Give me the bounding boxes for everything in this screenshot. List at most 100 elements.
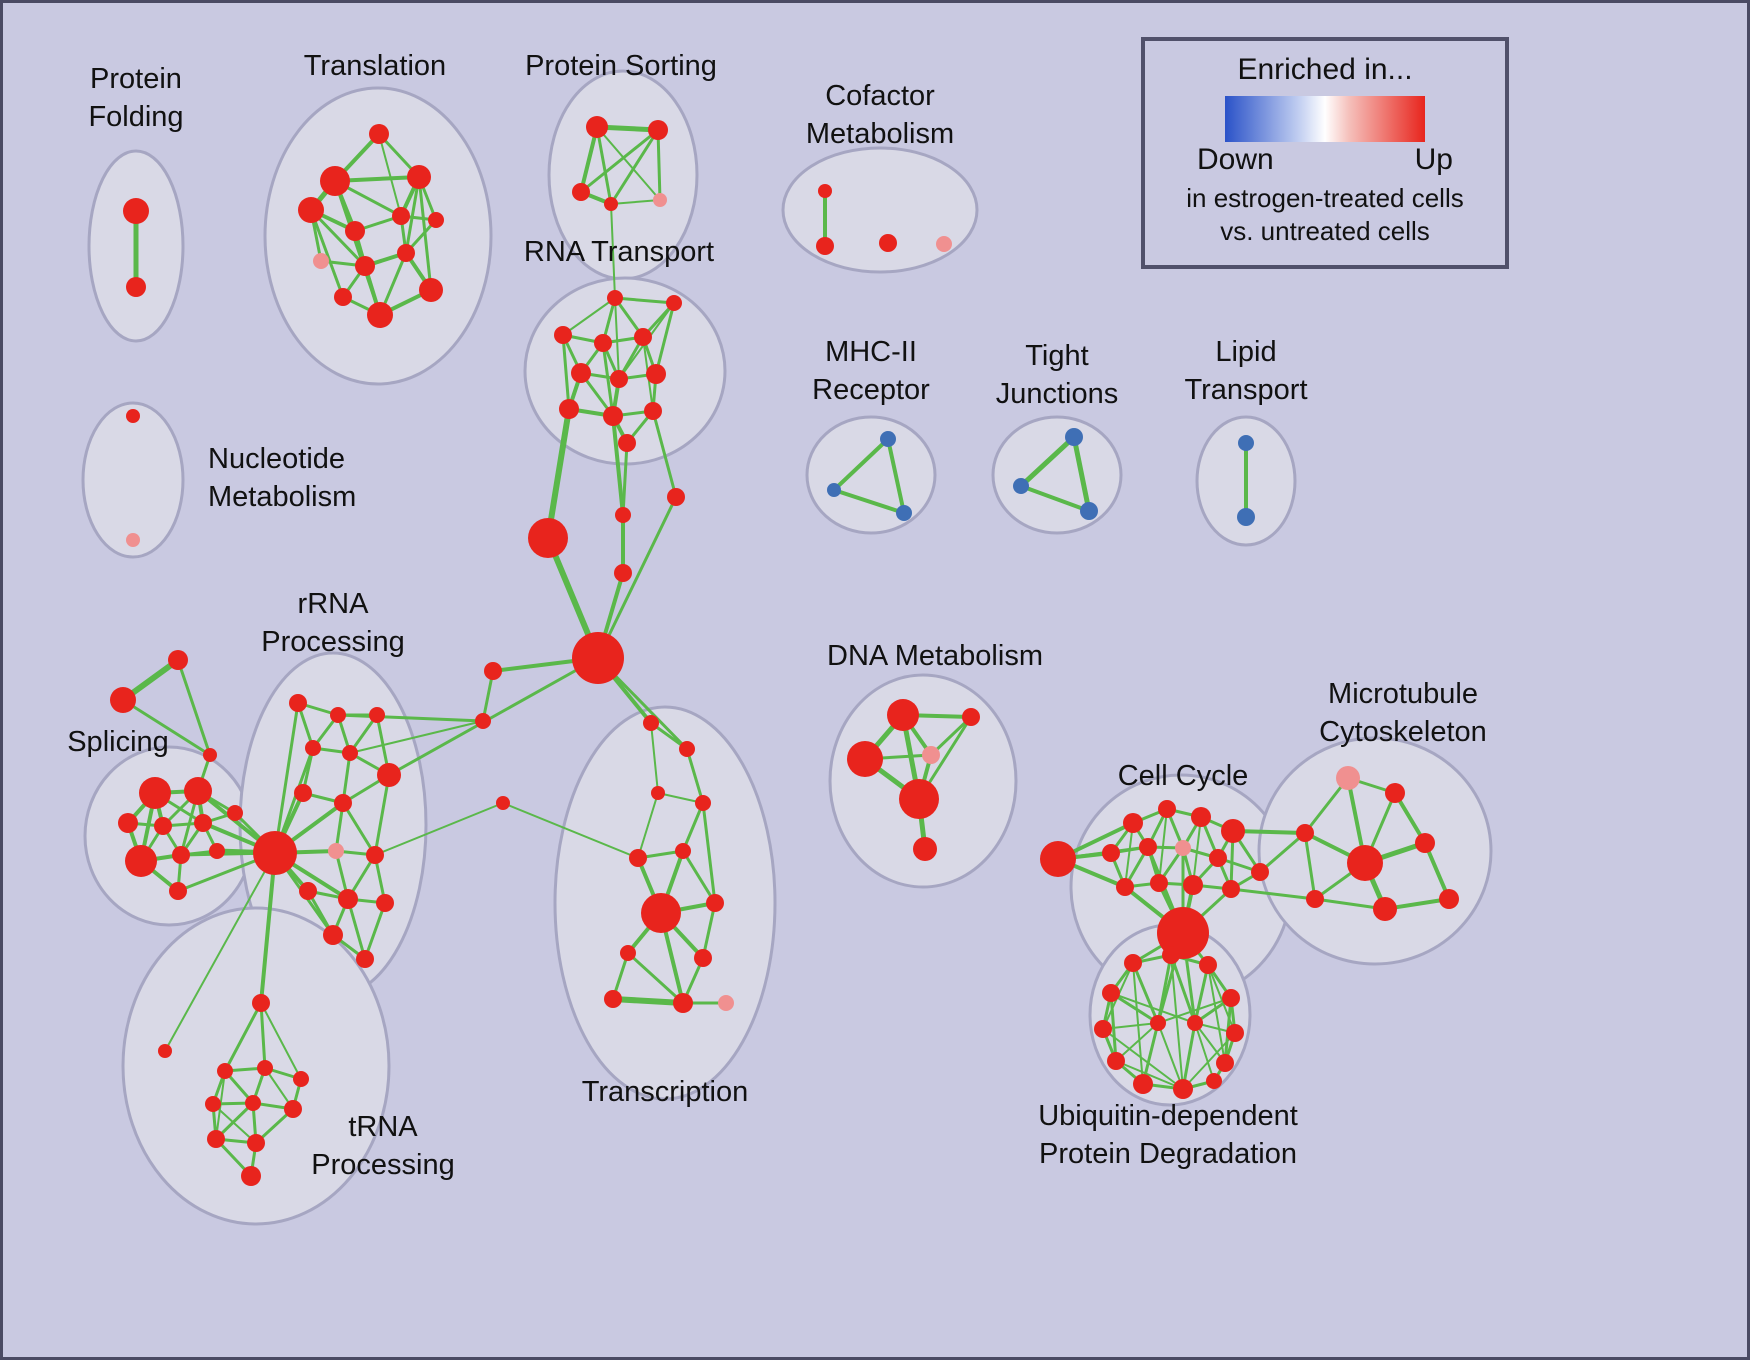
node-rr15: [323, 925, 343, 945]
node-sp1: [139, 777, 171, 809]
edge-ub4-ub14: [1110, 992, 1196, 1024]
edge-rr9-tp1: [259, 851, 277, 1005]
node-rt9: [559, 399, 579, 419]
node-tx6: [675, 843, 691, 859]
node-cm2: [816, 237, 834, 255]
cluster-label-rna-transport: RNA Transport: [524, 236, 714, 268]
edge-tp1-tp5: [260, 1002, 302, 1080]
node-tl3: [369, 124, 389, 144]
edge-mh1-mh2: [832, 437, 890, 492]
node-rr1: [289, 694, 307, 712]
node-ps1: [586, 116, 608, 138]
node-ub6: [1094, 1020, 1112, 1038]
node-sp3: [118, 813, 138, 833]
node-tp6: [205, 1096, 221, 1112]
edge-ps2-ps3: [579, 128, 660, 194]
edge-mh2-mh3: [832, 488, 906, 515]
edge-cn3-cn5: [596, 495, 678, 660]
node-rr14: [376, 894, 394, 912]
cluster-ellipse-tight-junctions: [991, 415, 1123, 535]
node-sp6: [227, 805, 243, 821]
node-rt2: [666, 295, 682, 311]
edge-spx1-spx3: [176, 658, 212, 757]
edge-rt1-rt2: [613, 296, 676, 305]
node-ub4: [1102, 984, 1120, 1002]
edge-ub6-ub11: [1102, 1028, 1184, 1090]
node-cc5: [1221, 819, 1245, 843]
node-tx11: [604, 990, 622, 1008]
node-cc3: [1158, 800, 1176, 818]
node-tp2: [158, 1044, 172, 1058]
node-tl11: [419, 278, 443, 302]
cluster-ellipse-mhc-ii-receptor: [805, 415, 937, 535]
node-rr3: [369, 707, 385, 723]
node-dm2: [962, 708, 980, 726]
node-pf1: [123, 198, 149, 224]
node-cn1: [528, 518, 568, 558]
node-tl1: [320, 166, 350, 196]
node-cm3: [879, 234, 897, 252]
edge-ub2-ub11: [1170, 954, 1184, 1090]
node-tj1: [1065, 428, 1083, 446]
edge-ub1-ub13: [1131, 961, 1160, 1025]
edge-ub11-ub14: [1181, 1021, 1197, 1091]
node-mc5: [1415, 833, 1435, 853]
edge-tx9-tx12: [626, 951, 685, 1005]
edge-ps1-ps5: [596, 126, 661, 201]
node-cc7: [1139, 838, 1157, 856]
edge-ub8-ub11: [1115, 1060, 1184, 1090]
edge-tx3-tx5: [637, 792, 659, 859]
edge-tp6-tp10: [212, 1103, 257, 1144]
node-cm4: [936, 236, 952, 252]
node-mc7: [1373, 897, 1397, 921]
node-dm1: [887, 699, 919, 731]
edge-rt2-rt8: [654, 301, 676, 376]
node-ps4: [604, 197, 618, 211]
node-rr6: [377, 763, 401, 787]
edge-rr9-tp2: [164, 852, 276, 1052]
node-sp9: [209, 843, 225, 859]
node-cc14: [1157, 907, 1209, 959]
legend-gradient-bar: [1225, 96, 1425, 142]
node-mc2: [1385, 783, 1405, 803]
node-ub13: [1150, 1015, 1166, 1031]
edge-ub12-ub14: [1194, 1022, 1215, 1082]
cluster-ellipse-cofactor-metabolism: [781, 146, 979, 274]
edge-rr13-rr16: [346, 897, 367, 961]
edge-tx8-tx10: [701, 901, 717, 960]
node-nm1: [126, 409, 140, 423]
node-tx10: [694, 949, 712, 967]
edge-cn7-rr2: [336, 713, 485, 723]
edge-rt4-rt10: [601, 341, 615, 418]
edge-ub8-ub13: [1115, 1022, 1159, 1062]
node-mc3: [1296, 824, 1314, 842]
node-tl10: [397, 244, 415, 262]
node-lt1: [1238, 435, 1254, 451]
node-tl5: [345, 221, 365, 241]
node-tp5: [293, 1071, 309, 1087]
node-sp8: [172, 846, 190, 864]
edge-cc2-cc10: [1124, 822, 1134, 888]
node-tx3: [651, 786, 665, 800]
edge-ub1-ub10: [1132, 962, 1144, 1085]
legend-caption-line1: in estrogen-treated cells: [1186, 183, 1464, 213]
node-rr4: [305, 740, 321, 756]
node-tp4: [257, 1060, 273, 1076]
edge-ub3-ub7: [1207, 964, 1236, 1034]
node-sp10: [169, 882, 187, 900]
node-cc4: [1191, 807, 1211, 827]
node-rt1: [607, 290, 623, 306]
edge-cn5-rr6: [387, 656, 600, 777]
node-cc11: [1150, 874, 1168, 892]
node-tx8: [706, 894, 724, 912]
node-tp9: [207, 1130, 225, 1148]
node-rt7: [610, 370, 628, 388]
